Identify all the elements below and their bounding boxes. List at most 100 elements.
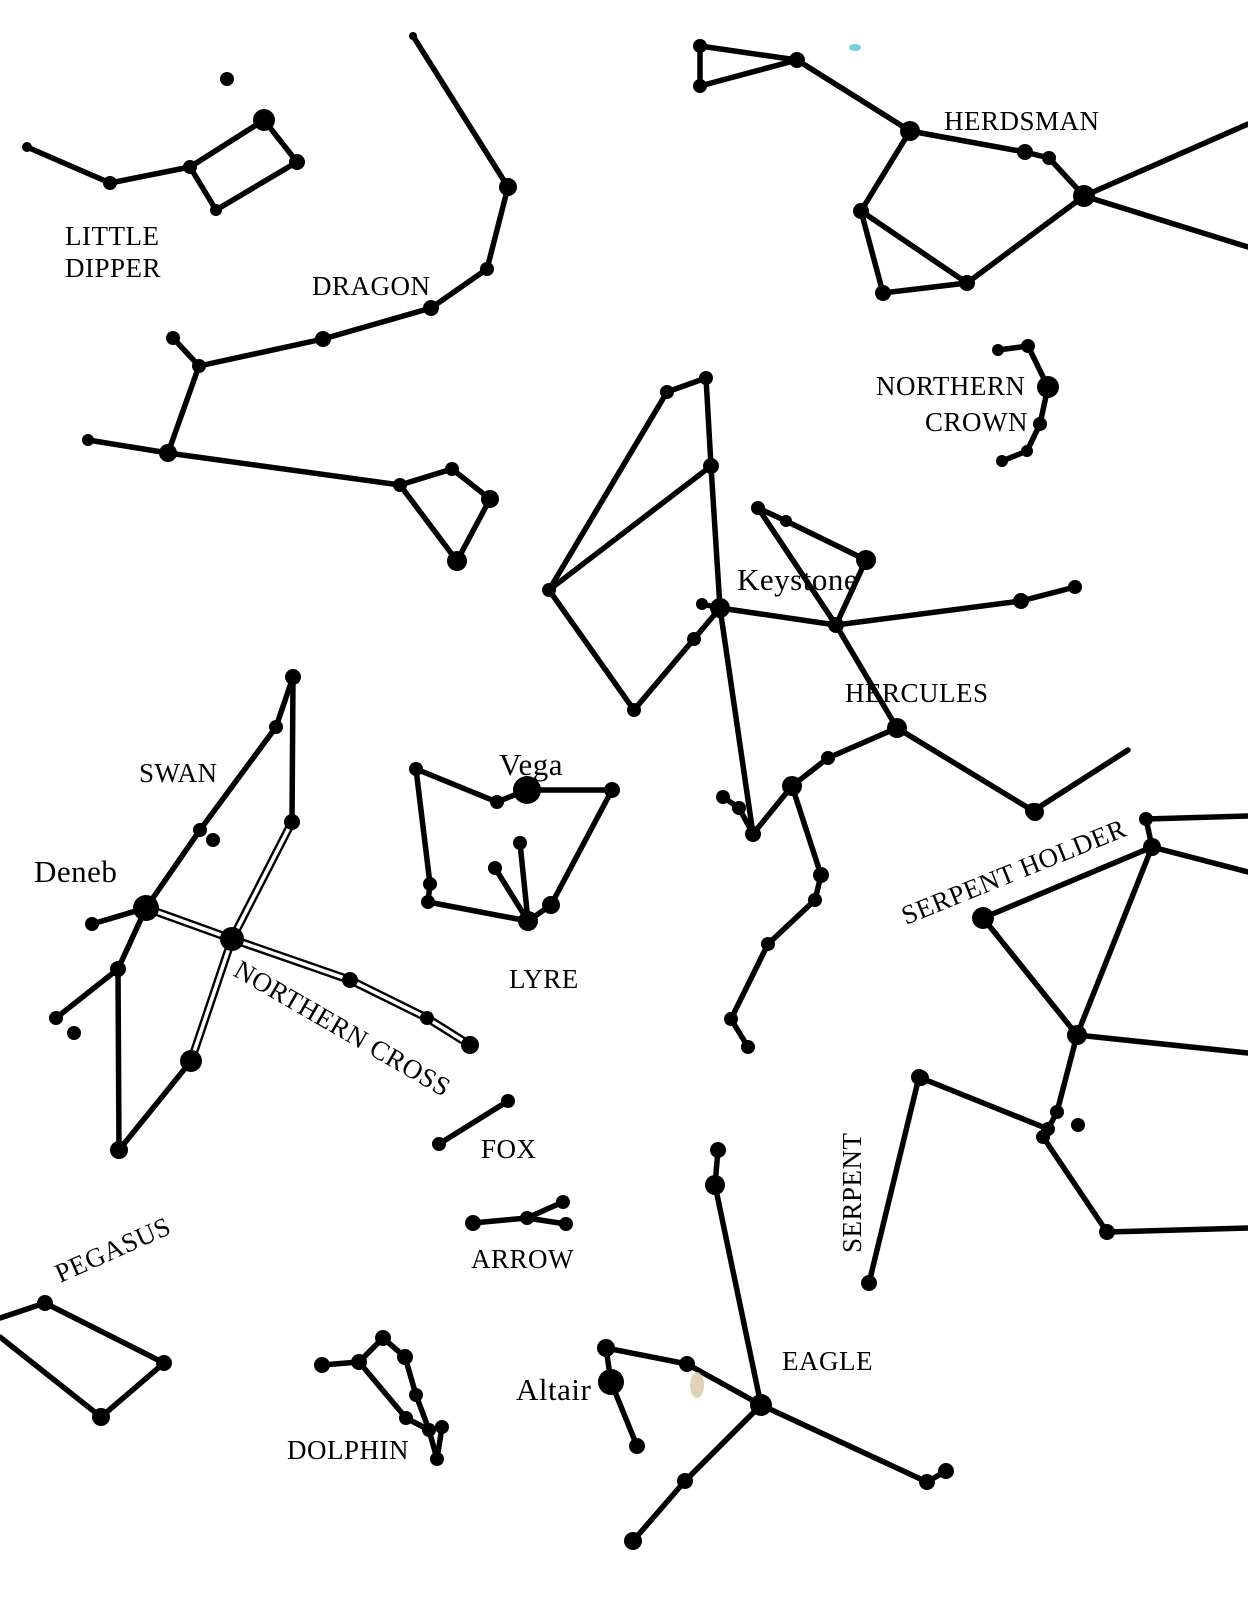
star-dolphin-7 [435,1420,449,1434]
star-eagle-5 [629,1438,645,1454]
star-eagle-7 [677,1473,693,1489]
constellation-label-little-dipper-2: DIPPER [65,253,161,283]
star-hercules-8 [751,501,765,515]
star-dragon-4 [315,331,331,347]
star-arrow-1 [520,1211,534,1225]
star-dragon-8 [82,434,94,446]
star-link-swan-3 [289,674,296,825]
star-swan-1 [269,720,283,734]
star-hercules-23 [761,937,775,951]
constellation-label-serpent: SERPENT [837,1132,867,1253]
star-northern-crown-0 [992,344,1004,356]
star-lyre-3 [604,782,620,798]
constellation-label-keystone: Keystone [737,562,858,597]
star-arrow-3 [559,1217,573,1231]
star-dolphin-3 [314,1357,330,1373]
star-herdsman-5 [1042,151,1056,165]
star-link-swan-6 [53,966,121,1021]
constellation-serpent [861,1069,927,1291]
star-fox-1 [501,1094,515,1108]
star-link-dolphin-4 [356,1359,409,1421]
star-dragon-7 [159,444,177,462]
constellation-label-deneb: Deneb [34,854,117,889]
constellation-label-northern-cross: NORTHERN CROSS [229,954,456,1102]
star-herdsman-9 [853,203,869,219]
star-hercules-21 [813,867,829,883]
star-link-swan-1 [197,724,279,833]
star-lyre-8 [513,836,527,850]
constellation-label-dolphin: DOLPHIN [287,1435,409,1465]
star-link-lyre-8 [517,840,531,924]
star-link-swan-2 [143,827,203,911]
star-link-lyre-9 [492,865,531,924]
star-swan-10 [180,1050,202,1072]
star-fox-0 [432,1137,446,1151]
star-pegasus-1 [156,1355,172,1371]
star-swan-4 [133,895,159,921]
star-link-serpent-holder-4 [1054,1032,1080,1115]
constellation-label-vega: Vega [499,747,563,782]
star-link-dragon-6 [165,363,202,456]
star-hercules-15 [732,801,746,815]
star-link-double-swan-5 [186,936,231,1062]
star-lyre-0 [409,762,423,776]
star-link-herdsman-0 [697,43,800,63]
constellation-lyre [409,762,620,931]
constellation-little-dipper [22,72,305,216]
star-link-dragon-8 [165,450,403,488]
star-link-dragon-7 [85,437,171,456]
constellation-label-arrow: ARROW [471,1244,574,1274]
star-hercules-6 [710,598,730,618]
star-dragon-10 [445,462,459,476]
star-little-dipper-3 [253,109,275,131]
star-herdsman-2 [789,52,805,68]
star-link-lyre-6 [413,766,433,887]
constellation-label-little-dipper-1: LITTLE [65,221,159,251]
star-little-dipper-2 [183,160,197,174]
star-link-serpent-holder-2 [1074,844,1155,1038]
star-eagle-6 [679,1356,695,1372]
star-arrow-2 [556,1195,570,1209]
star-link-eagle-8 [758,1402,930,1485]
star-link-dragon-3 [320,305,434,342]
star-link-hercules-16 [833,622,900,731]
star-link-double-swan-2 [231,934,353,979]
star-dolphin-8 [430,1452,444,1466]
star-hercules-1 [660,385,674,399]
star-hercules-5 [687,632,701,646]
star-lyre-9 [488,861,502,875]
star-link-hercules-13 [833,557,869,628]
star-link-hercules-21 [825,725,900,761]
star-pegasus-0 [37,1295,53,1311]
star-link-hercules-14 [833,598,1024,628]
constellation-label-hercules: HERCULES [845,678,989,708]
star-dragon-9 [393,478,407,492]
star-dragon-1 [499,178,517,196]
star-hercules-11 [828,617,844,633]
star-link-hercules-9 [717,605,839,628]
star-lyre-1 [490,795,504,809]
star-serpent-holder-1 [1143,838,1161,856]
star-serpent-holder-0 [1139,812,1153,826]
star-serpent-0 [861,1275,877,1291]
star-dolphin-1 [397,1349,413,1365]
star-serpent-holder-6 [1071,1118,1085,1132]
star-link-herdsman-9 [880,280,970,296]
star-hercules-18 [821,751,835,765]
star-lyre-2 [513,776,541,804]
star-link-dragon-1 [484,184,511,272]
constellation-eagle [597,1142,954,1550]
star-serpent-1 [911,1069,927,1085]
star-swan-5 [284,814,300,830]
star-hercules-17 [782,776,802,796]
star-link-hercules-4 [546,587,637,713]
star-link-hercules-23 [789,783,824,878]
star-eagle-9 [919,1474,935,1490]
star-swan-8 [420,1011,434,1025]
star-link-dragon-11 [454,496,493,564]
star-link-hercules-2 [546,389,670,593]
constellation-label-swan: SWAN [139,758,218,788]
star-swan-0 [285,669,301,685]
star-eagle-8 [624,1532,642,1550]
